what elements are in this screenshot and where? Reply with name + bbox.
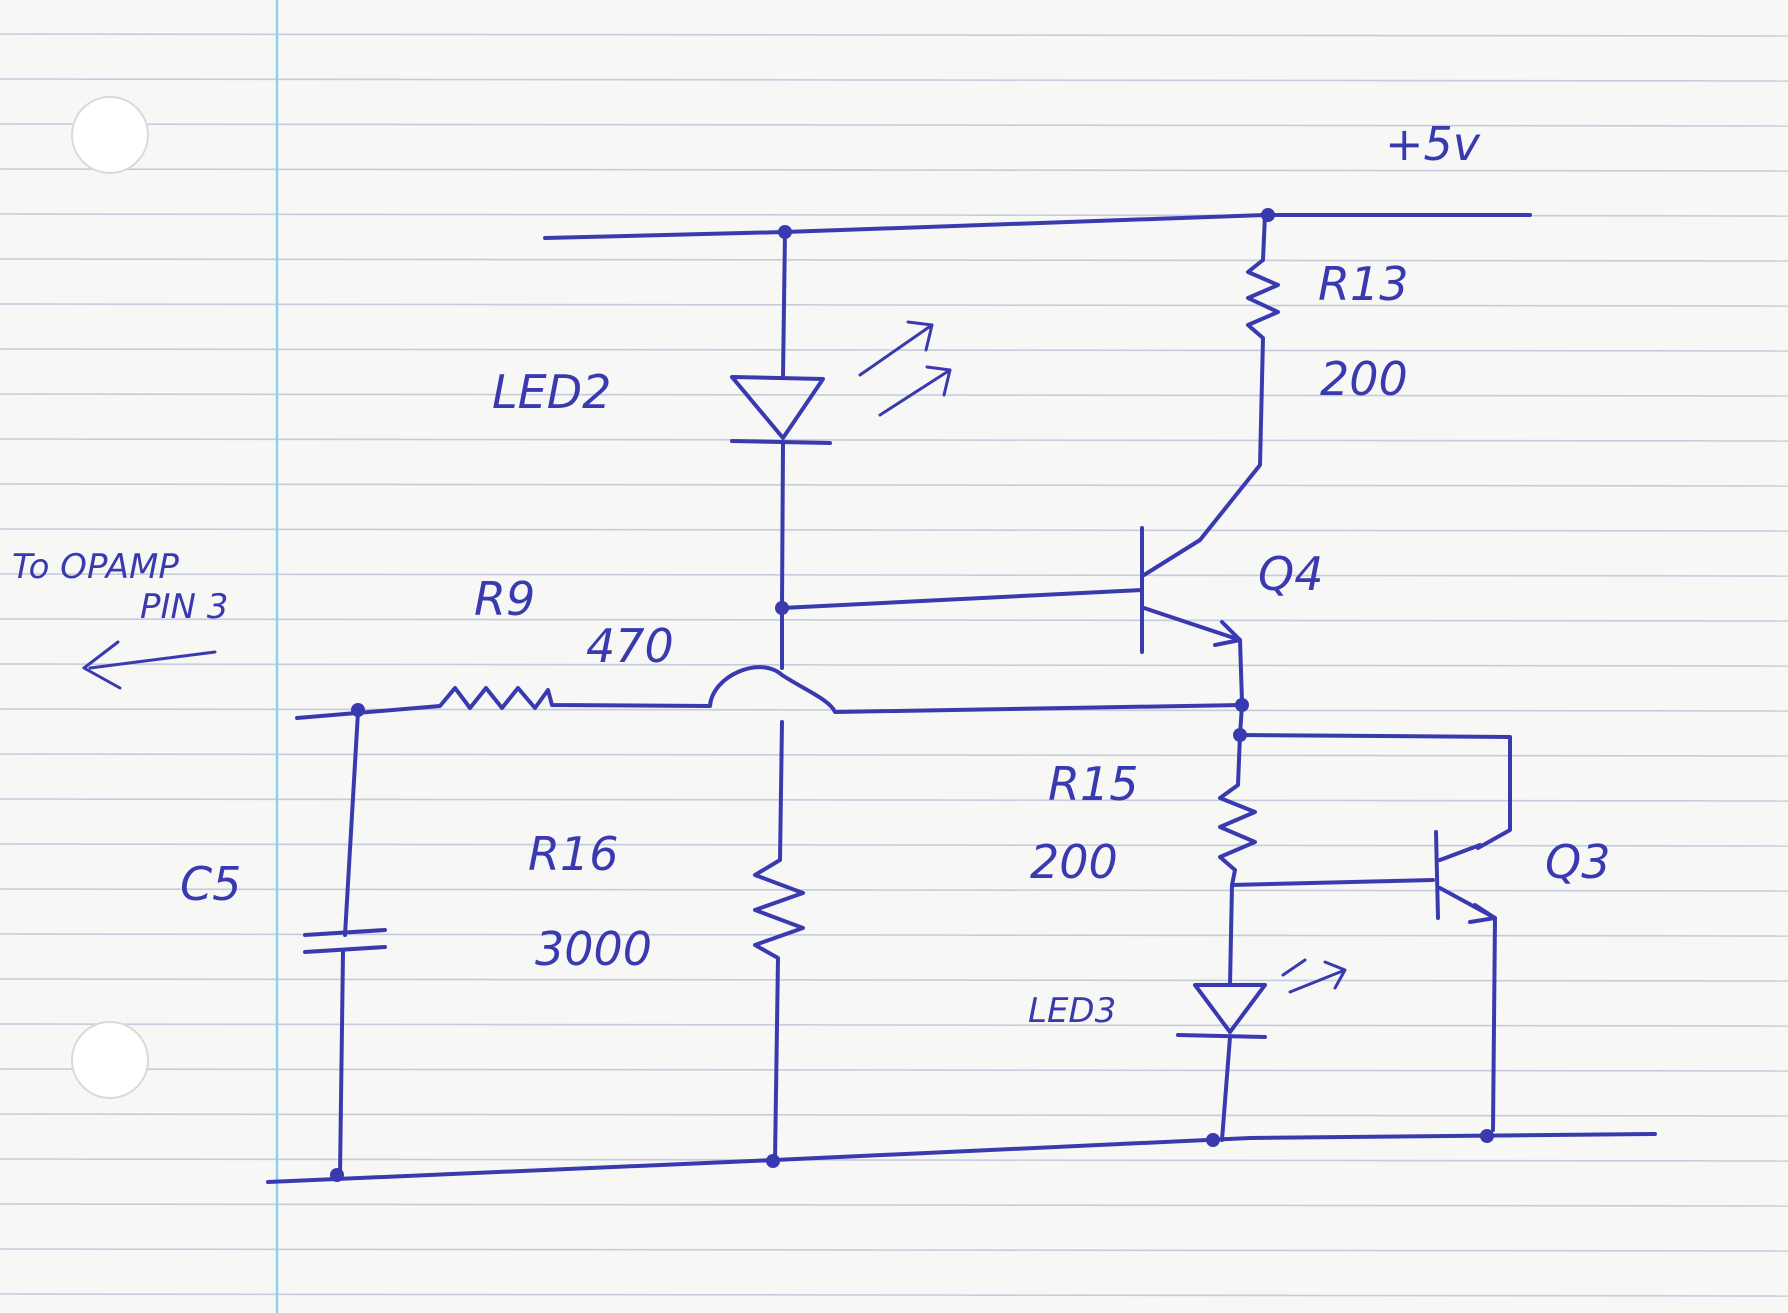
led2-cathode-bar	[730, 439, 832, 445]
ruled-line	[0, 78, 1788, 82]
ruled-line	[0, 798, 1788, 802]
c5-plate-top	[303, 928, 387, 937]
c5-plate-bottom	[303, 945, 387, 954]
arrow-left-icon	[82, 640, 217, 690]
ruled-line	[0, 978, 1788, 982]
led3-cathode-bar	[1176, 1033, 1267, 1039]
label-r9-name: R9	[474, 572, 535, 626]
ruled-line	[0, 1113, 1788, 1117]
ruled-line	[0, 258, 1788, 262]
c5-bottom-lead	[338, 950, 345, 1177]
ruled-line	[0, 1158, 1788, 1162]
junction-q3-ground	[1480, 1129, 1494, 1143]
label-to-opamp-1: To OPAMP	[12, 547, 179, 587]
ruled-line	[0, 483, 1788, 487]
label-r9-value: 470	[586, 619, 674, 673]
ruled-line	[0, 393, 1788, 397]
supply-rail-wire	[543, 213, 1532, 240]
led2-cathode-wire	[780, 441, 785, 607]
ruled-line	[0, 1293, 1788, 1297]
ruled-line	[0, 1248, 1788, 1252]
label-r13-name: R13	[1318, 257, 1409, 311]
q3-emitter-arrow	[1468, 903, 1497, 924]
ruled-line	[0, 438, 1788, 442]
label-supply: +5v	[1385, 117, 1481, 171]
led3-light-tick	[1281, 958, 1307, 977]
led2-light-arrow-2	[878, 365, 952, 417]
ruled-line	[0, 933, 1788, 937]
binder-hole-bottom	[71, 1021, 149, 1099]
ruled-line	[0, 1203, 1788, 1207]
junction-c5-top	[351, 703, 365, 717]
junction-q4-base	[775, 601, 789, 615]
q3-base-bar	[1434, 830, 1440, 920]
c5-top-lead	[343, 710, 360, 937]
label-q4: Q4	[1258, 547, 1323, 601]
label-to-opamp-2: PIN 3	[140, 587, 228, 627]
led3-diode-symbol	[1193, 983, 1267, 1034]
q4-emitter-lead	[1142, 606, 1244, 704]
label-q3: Q3	[1545, 835, 1610, 889]
ruled-line	[0, 168, 1788, 172]
ruled-line	[0, 618, 1788, 622]
label-c5: C5	[180, 857, 241, 911]
junction-r16-ground	[766, 1154, 780, 1168]
q4-emitter-arrow	[1213, 620, 1242, 647]
ruled-line	[0, 303, 1788, 307]
junction-led3-ground	[1206, 1133, 1220, 1147]
ruled-line	[0, 753, 1788, 757]
ruled-line	[0, 843, 1788, 847]
ruled-line	[0, 528, 1788, 532]
label-r13-value: 200	[1320, 352, 1408, 406]
led2-diode-symbol	[730, 375, 825, 440]
ruled-line	[0, 888, 1788, 892]
ruled-line	[0, 663, 1788, 667]
resistor-r9-wire	[295, 665, 1244, 720]
binder-hole-top	[71, 96, 149, 174]
label-r15-value: 200	[1030, 835, 1118, 889]
led3-light-arrow	[1288, 960, 1347, 994]
label-led2: LED2	[492, 365, 611, 419]
ruled-line	[0, 1068, 1788, 1072]
q4-base-wire	[780, 588, 1144, 610]
q3-emitter-lead	[1438, 886, 1497, 1132]
ruled-line	[0, 33, 1788, 37]
label-r16-name: R16	[528, 827, 619, 881]
ground-rail-wire	[266, 1132, 1657, 1184]
ruled-lines	[0, 33, 1788, 1297]
resistor-r13	[1198, 213, 1280, 542]
led2-anode-wire	[781, 230, 787, 379]
label-led3: LED3	[1028, 991, 1116, 1031]
q3-base-wire	[1230, 878, 1435, 887]
resistor-r15	[1218, 733, 1257, 887]
ruled-line	[0, 123, 1788, 127]
q4-collector-lead	[1142, 538, 1202, 577]
label-r16-value: 3000	[535, 922, 652, 976]
q3-collector-wire	[1238, 733, 1512, 850]
label-r15-name: R15	[1048, 757, 1139, 811]
ruled-line	[0, 1023, 1788, 1027]
ruled-line	[0, 573, 1788, 577]
led3-cathode-wire	[1220, 1035, 1232, 1142]
led3-anode-wire	[1228, 883, 1234, 987]
q3-collector-lead	[1438, 843, 1482, 862]
resistor-r16	[753, 720, 805, 1162]
led2-light-arrow-1	[858, 320, 934, 377]
